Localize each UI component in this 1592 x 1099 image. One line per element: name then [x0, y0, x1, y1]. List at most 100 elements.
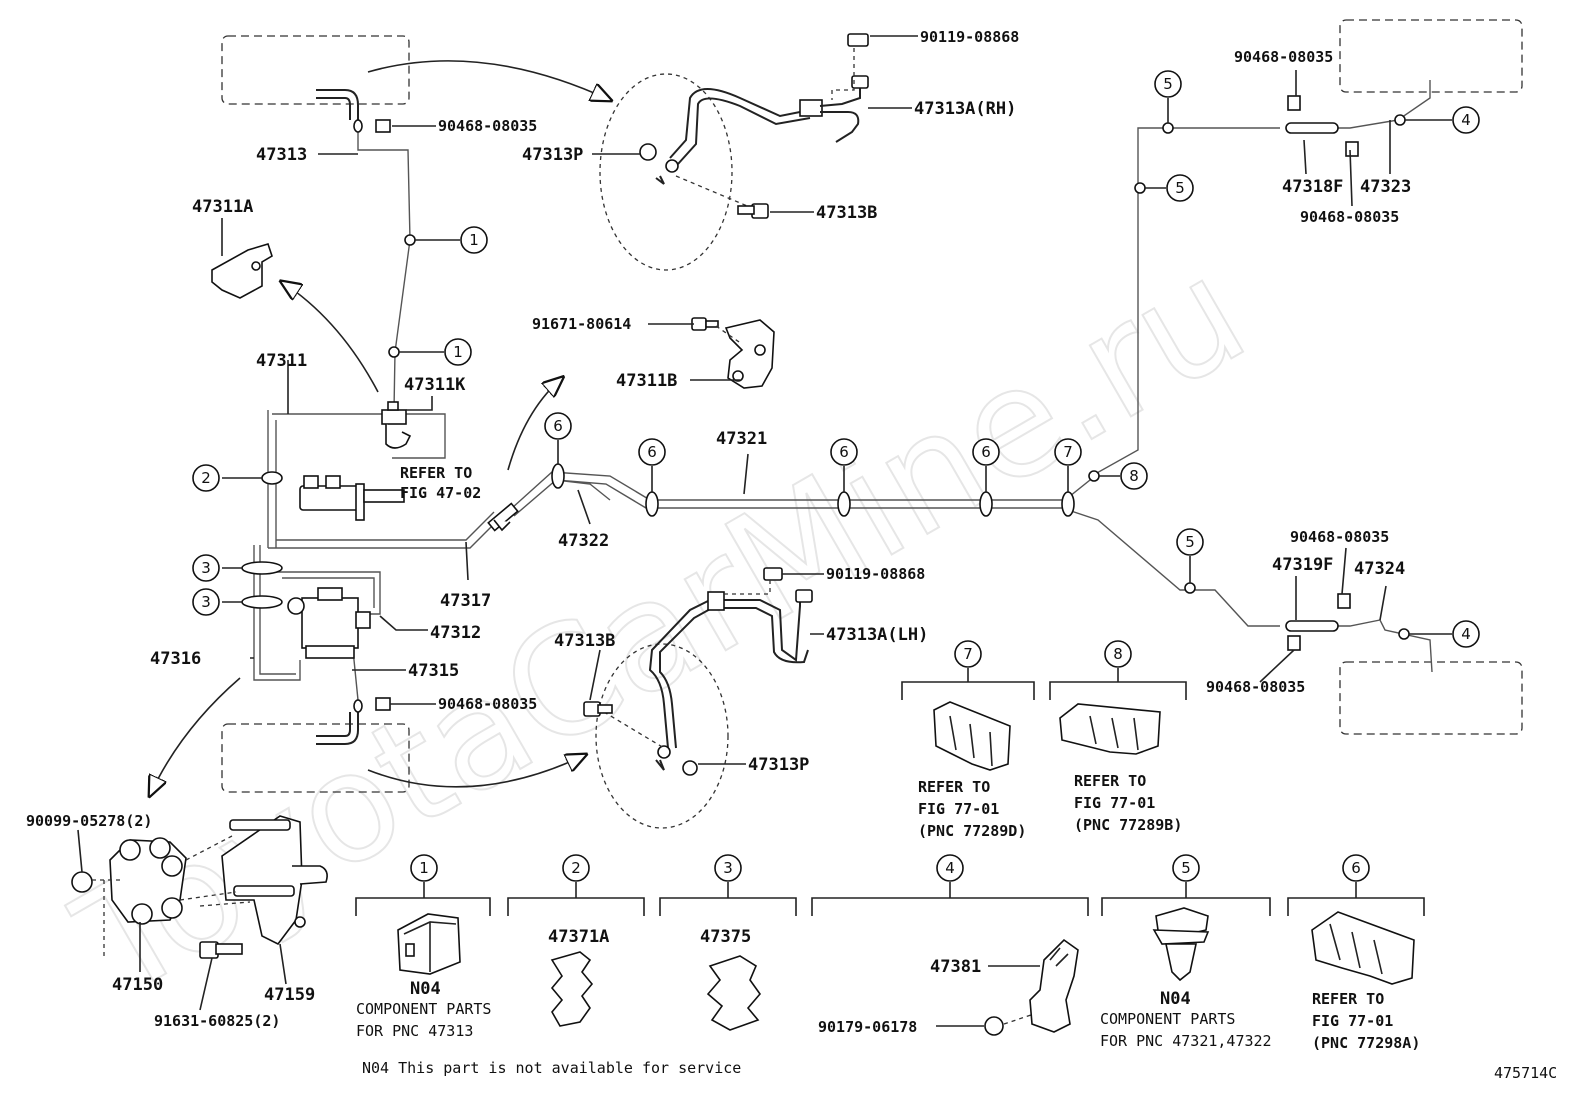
front-wheel-box-bottom — [221, 723, 410, 793]
label-47316: 47316 — [150, 649, 201, 669]
bolt-47313B-top — [737, 203, 769, 219]
label-47311A: 47311A — [192, 197, 253, 217]
legend-7-line1: REFER TO — [918, 778, 990, 796]
label-47323: 47323 — [1360, 177, 1411, 197]
label-47319F: 47319F — [1272, 555, 1333, 575]
label-47375: 47375 — [700, 927, 751, 947]
rear-hoses — [1285, 95, 1359, 651]
marker-1: 1 — [469, 231, 479, 249]
marker-6: 6 — [647, 443, 657, 461]
label-47371A: 47371A — [548, 927, 609, 947]
legend-marker-1: 1 — [419, 859, 429, 877]
label-90468-08035: 90468-08035 — [438, 117, 537, 135]
legend-marker-7: 7 — [963, 645, 973, 663]
marker-5: 5 — [1163, 75, 1173, 93]
arrow-to-lh-hose — [367, 755, 585, 788]
label-47313B: 47313B — [554, 631, 615, 651]
label-47313: 47313 — [256, 145, 307, 165]
legend-7-line2: FIG 77-01 — [918, 800, 999, 818]
legend-5-line2: FOR PNC 47321,47322 — [1100, 1032, 1272, 1050]
marker-6: 6 — [981, 443, 991, 461]
legend-6-line2: FIG 77-01 — [1312, 1012, 1393, 1030]
label-90468-08035: 90468-08035 — [438, 695, 537, 713]
front-hose-stub-bottom — [316, 712, 359, 745]
legend-marker-2: 2 — [571, 859, 581, 877]
label-47315: 47315 — [408, 661, 459, 681]
label-47312: 47312 — [430, 623, 481, 643]
footnote: N04 This part is not available for servi… — [362, 1059, 741, 1077]
joint-47317 — [487, 502, 519, 532]
legend-labels: N04 COMPONENT PARTS FOR PNC 47313 47371A… — [356, 772, 1420, 1052]
marker-4: 4 — [1461, 625, 1471, 643]
label-47381: 47381 — [930, 957, 981, 977]
label-47311B: 47311B — [616, 371, 677, 391]
leader-lines — [77, 35, 1391, 1011]
label-47159: 47159 — [264, 985, 315, 1005]
rear-wheel-box-top — [1339, 19, 1523, 93]
label-47150: 47150 — [112, 975, 163, 995]
legend-marker-3: 3 — [723, 859, 733, 877]
label-47313P: 47313P — [522, 145, 583, 165]
brake-pipes — [253, 80, 1433, 701]
legend-1-line1: COMPONENT PARTS — [356, 1000, 491, 1018]
bolt-91671-80614 — [691, 317, 719, 331]
marker-8: 8 — [1129, 467, 1139, 485]
arrow-to-47150 — [150, 677, 241, 795]
marker-5: 5 — [1185, 533, 1195, 551]
legend-8-line1: REFER TO — [1074, 772, 1146, 790]
label-90468-08035: 90468-08035 — [1234, 48, 1333, 66]
marker-1: 1 — [453, 343, 463, 361]
legend-marker-4: 4 — [945, 859, 955, 877]
legend-5-code: N04 — [1160, 989, 1191, 1009]
bolts-47150 — [71, 819, 295, 959]
label-fig-47-02: FIG 47-02 — [400, 484, 481, 502]
bolt-47313B-bottom — [583, 701, 613, 717]
arrow-to-47311B — [507, 378, 562, 471]
legend-marker-6: 6 — [1351, 859, 1361, 877]
marker-5: 5 — [1175, 179, 1185, 197]
watermark: ToyotaCarMine.ru — [50, 225, 1273, 1031]
marker-4: 4 — [1461, 111, 1471, 129]
proportioning-valve-47312 — [287, 587, 371, 659]
bracket-47311A — [211, 243, 273, 299]
label-90119-08868: 90119-08868 — [920, 28, 1019, 46]
legend-7-line3: (PNC 77289D) — [918, 822, 1026, 840]
flex-hose-lh — [595, 567, 813, 829]
marker-6: 6 — [839, 443, 849, 461]
front-hose-stub-top — [316, 89, 359, 120]
label-90099-05278: 90099-05278(2) — [26, 812, 152, 830]
label-90468-08035: 90468-08035 — [1206, 678, 1305, 696]
label-90119-08868: 90119-08868 — [826, 565, 925, 583]
part-labels: 90468-08035 47313 47311A 4 7 3 1 1 47311K RE… — [26, 28, 1411, 1030]
marker-7: 7 — [1063, 443, 1073, 461]
junction-47311K — [381, 401, 412, 449]
label-90468-08035: 90468-08035 — [1300, 208, 1399, 226]
label-47317: 47317 — [440, 591, 491, 611]
label-47311K: 47311K — [404, 375, 466, 395]
legend-8-line2: FIG 77-01 — [1074, 794, 1155, 812]
legend-6-line1: REFER TO — [1312, 990, 1384, 1008]
label-47322: 47322 — [558, 531, 609, 551]
flex-hose-rh — [599, 33, 869, 271]
label-47324: 47324 — [1354, 559, 1405, 579]
legend-8-line3: (PNC 77289B) — [1074, 816, 1182, 834]
label-refer-to: REFER TO — [400, 464, 472, 482]
arrow-to-rh-hose — [367, 60, 610, 100]
marker-2: 2 — [201, 469, 211, 487]
legend-part-drawings — [397, 701, 1415, 1036]
clip-90468-front — [353, 119, 391, 713]
legend-6-line3: (PNC 77298A) — [1312, 1034, 1420, 1052]
rear-wheel-box-bottom — [1339, 661, 1523, 735]
label-47318F: 47318F — [1282, 177, 1343, 197]
label-90468-08035: 90468-08035 — [1290, 528, 1389, 546]
bracket-47159 — [221, 815, 328, 946]
label-47313A-lh: 47313A(LH) — [826, 625, 928, 645]
label-90179-06178: 90179-06178 — [818, 1018, 917, 1036]
legend-brackets: 1 2 3 4 5 6 7 8 — [355, 640, 1425, 916]
label-91671-80614: 91671-80614 — [532, 315, 631, 333]
label-47313P: 47313P — [748, 755, 809, 775]
label-91631-60825: 91631-60825(2) — [154, 1012, 280, 1030]
marker-3: 3 — [201, 559, 211, 577]
label-47313B: 47313B — [816, 203, 877, 223]
